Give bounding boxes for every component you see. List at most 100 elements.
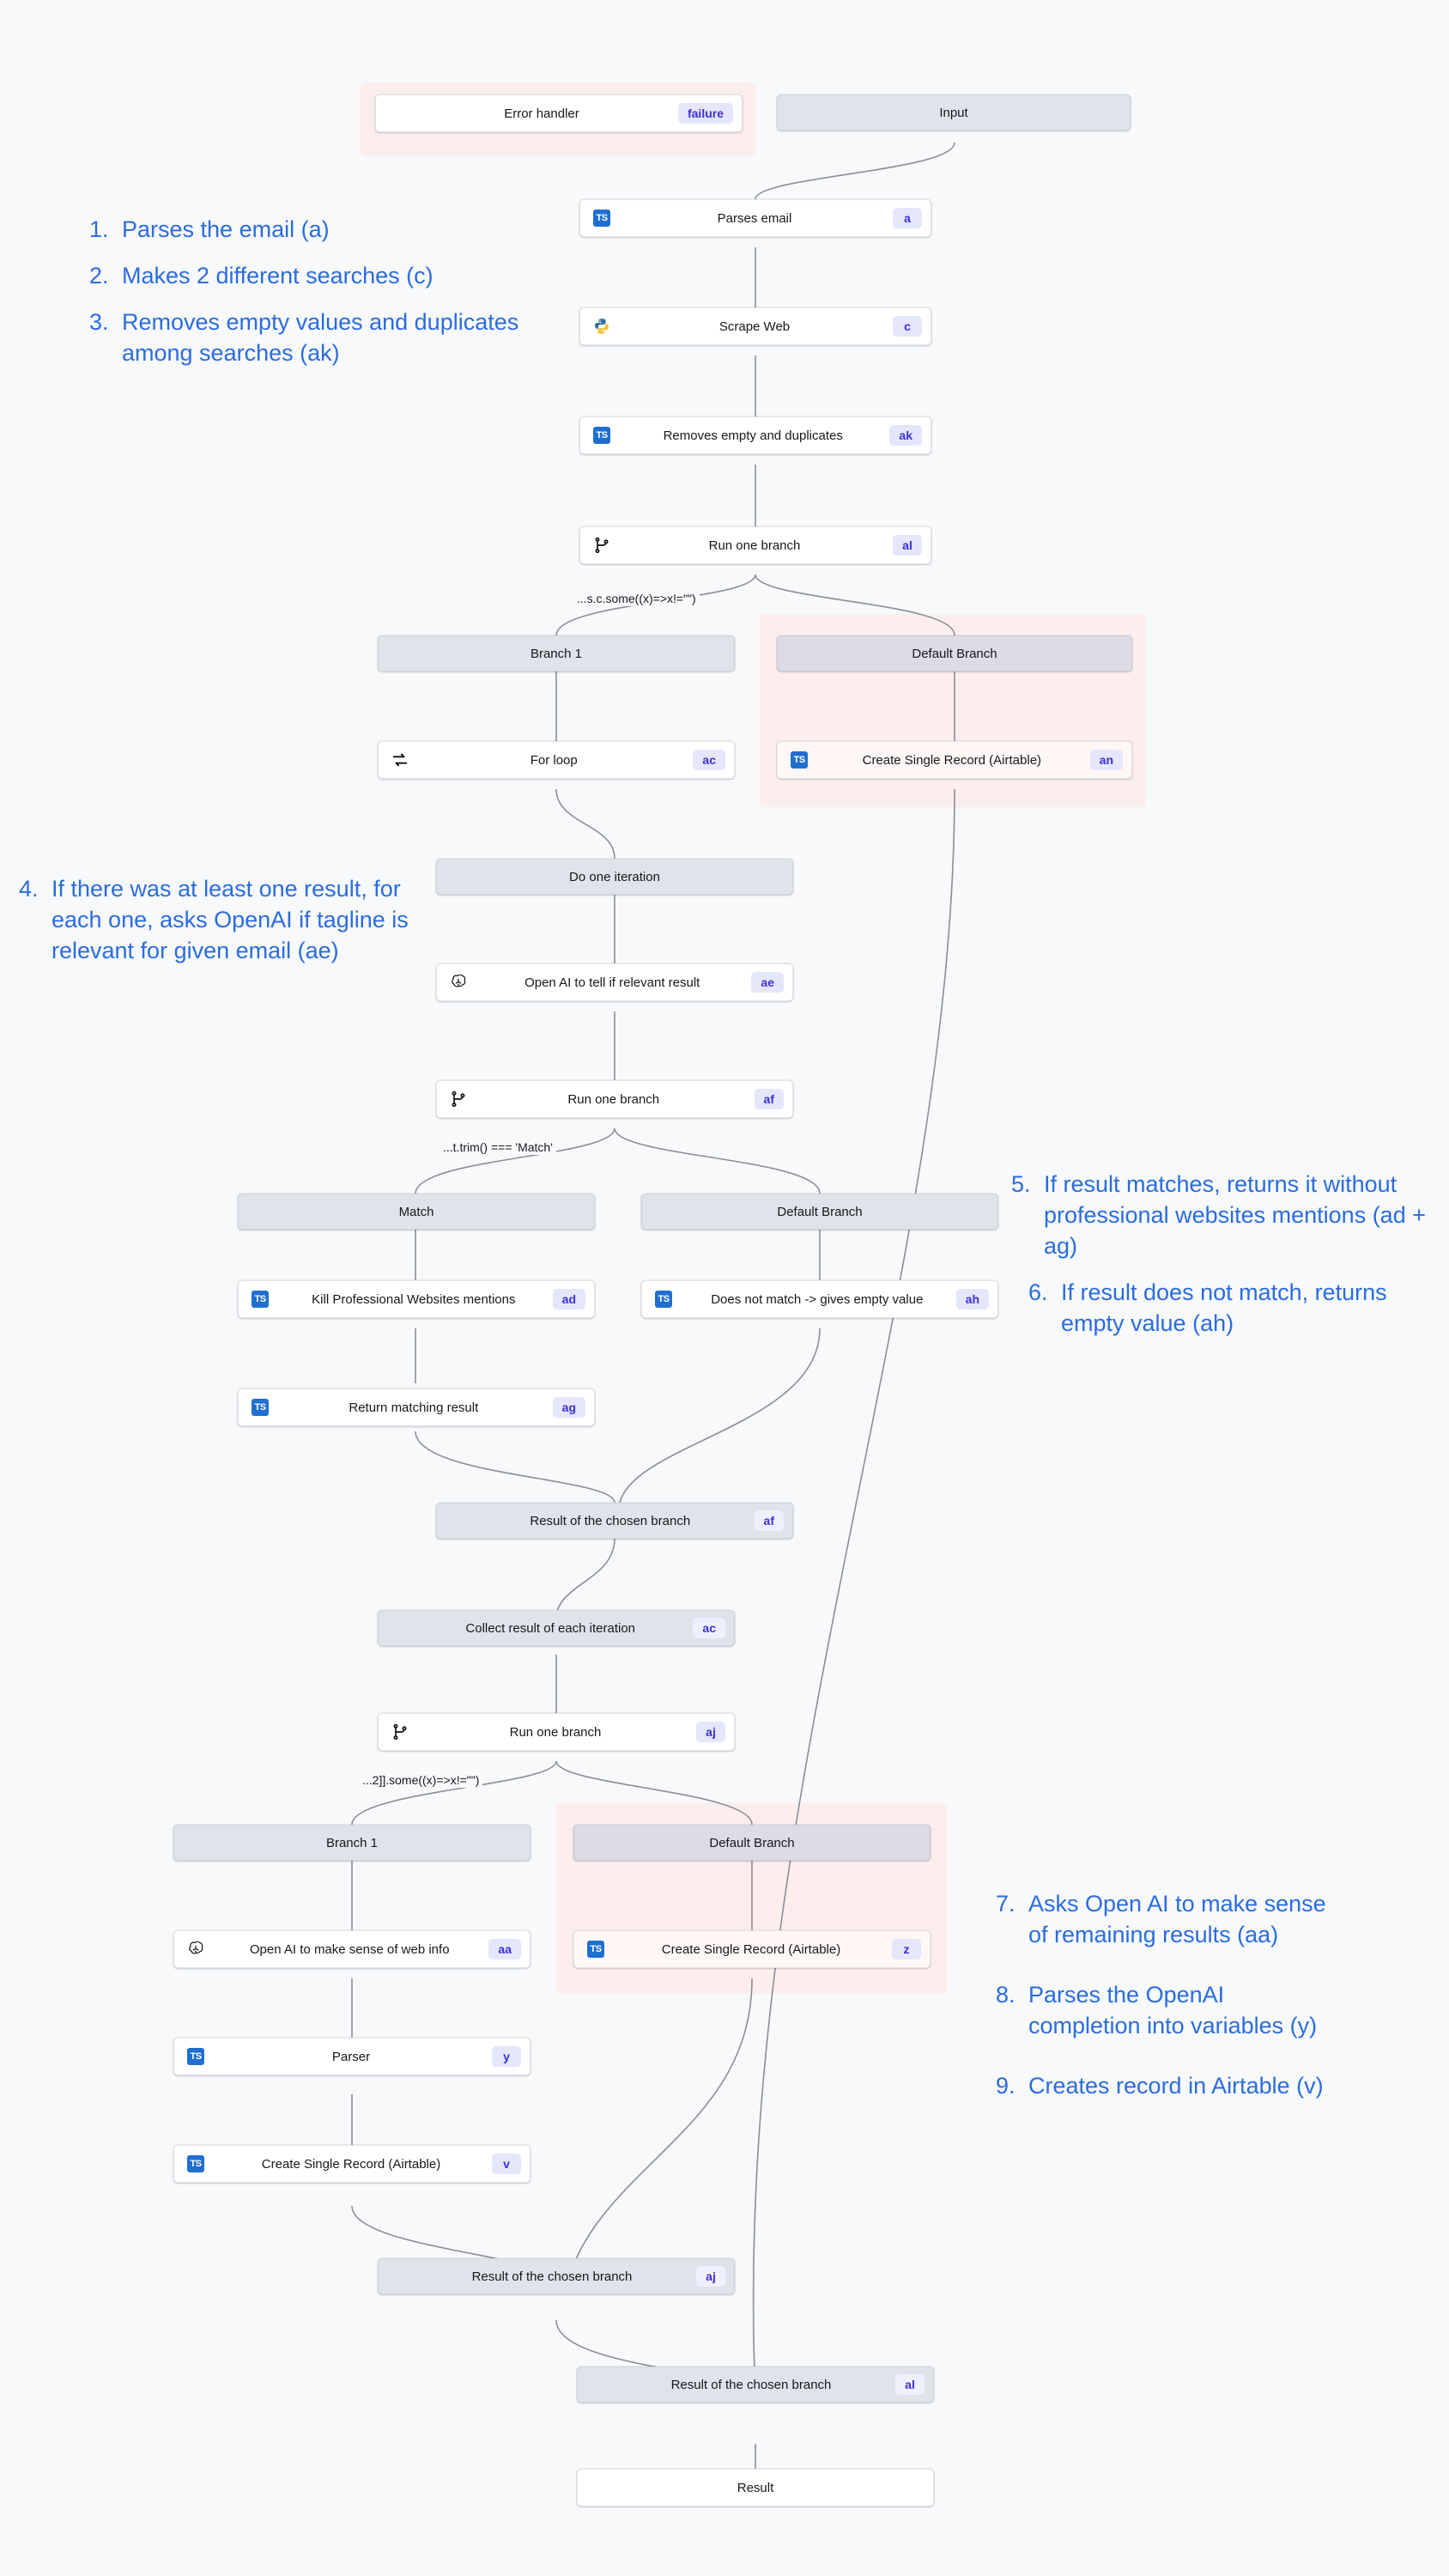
annotation-item: 5. If result matches, returns it without… <box>1011 1170 1436 1262</box>
node-badge: al <box>895 2374 925 2395</box>
node-label: Parser <box>331 2049 371 2064</box>
typescript-icon: TS <box>181 2048 210 2065</box>
node-badge: aj <box>696 2266 725 2287</box>
node-label: Removes empty and duplicates <box>663 428 843 443</box>
node-scrape-web[interactable]: Scrape Web c <box>579 307 931 345</box>
annotation-text: If result matches, returns it without pr… <box>1044 1171 1426 1259</box>
node-label: Default Branch <box>709 1835 795 1850</box>
annotation-item: 7. Asks Open AI to make sense of remaini… <box>996 1889 1339 1951</box>
node-kill-professional-websites-mentions[interactable]: TS Kill Professional Websites mentions a… <box>238 1280 595 1318</box>
node-for-loop[interactable]: For loop ac <box>378 741 735 779</box>
python-icon <box>587 318 616 335</box>
loop-icon <box>385 750 415 769</box>
annotation-item: 1. Parses the email (a) <box>89 215 527 246</box>
node-label: Run one branch <box>509 1724 602 1740</box>
annotation-number: 4. <box>19 876 39 902</box>
openai-icon <box>181 1940 210 1959</box>
annotation-number: 1. <box>89 216 109 242</box>
node-label: Does not match -> gives empty value <box>711 1291 924 1307</box>
typescript-icon: TS <box>581 1941 610 1958</box>
node-badge: ak <box>889 425 922 446</box>
node-label: Return matching result <box>349 1400 479 1415</box>
node-label: Result <box>737 2480 774 2495</box>
node-parses-email[interactable]: TS Parses email a <box>579 199 931 237</box>
annotation-item: 2. Makes 2 different searches (c) <box>89 261 527 292</box>
node-run-one-branch-al[interactable]: Run one branch al <box>579 526 931 564</box>
annotations-top-left: 1. Parses the email (a) 2. Makes 2 diffe… <box>89 215 527 385</box>
node-label: Open AI to tell if relevant result <box>524 975 700 990</box>
annotation-item: 3. Removes empty values and duplicates a… <box>89 307 527 369</box>
node-label: Do one iteration <box>569 869 660 884</box>
node-branch1-bottom[interactable]: Branch 1 <box>173 1825 530 1861</box>
annotation-number: 6. <box>1028 1279 1048 1305</box>
node-does-not-match[interactable]: TS Does not match -> gives empty value a… <box>641 1280 998 1318</box>
annotation-item: 9. Creates record in Airtable (v) <box>996 2071 1339 2102</box>
node-badge: ac <box>693 750 725 770</box>
node-badge: v <box>492 2154 521 2174</box>
branch-icon <box>385 1723 415 1741</box>
annotation-text: Makes 2 different searches (c) <box>122 262 433 289</box>
annotation-item: 4. If there was at least one result, for… <box>19 874 409 967</box>
typescript-icon: TS <box>649 1291 678 1308</box>
node-return-matching-result[interactable]: TS Return matching result ag <box>238 1388 595 1426</box>
annotation-number: 7. <box>996 1891 1016 1917</box>
node-match-branch[interactable]: Match <box>238 1194 595 1230</box>
node-badge: z <box>892 1939 921 1959</box>
node-parser[interactable]: TS Parser y <box>173 2038 530 2075</box>
node-label: Result of the chosen branch <box>530 1513 691 1528</box>
annotation-number: 9. <box>996 2072 1016 2099</box>
annotation-text: If result does not match, returns empty … <box>1061 1279 1387 1336</box>
node-label: Error handler <box>504 106 579 121</box>
annotation-item: 8. Parses the OpenAI completion into var… <box>996 1980 1339 2042</box>
node-collect-result-of-each-iteration[interactable]: Collect result of each iteration ac <box>378 1610 735 1646</box>
annotations-mid-right: 5. If result matches, returns it without… <box>1011 1170 1436 1355</box>
node-do-one-iteration[interactable]: Do one iteration <box>436 859 793 895</box>
node-default-branch-top[interactable]: Default Branch <box>777 635 1132 671</box>
node-label: Run one branch <box>567 1091 660 1107</box>
node-input[interactable]: Input <box>777 94 1131 131</box>
annotation-text: If there was at least one result, for ea… <box>52 876 409 963</box>
node-label: For loop <box>530 752 578 768</box>
node-result-of-chosen-branch-al[interactable]: Result of the chosen branch al <box>577 2366 934 2403</box>
node-openai-relevant-result[interactable]: Open AI to tell if relevant result ae <box>436 963 793 1001</box>
node-badge: y <box>492 2046 521 2067</box>
node-openai-make-sense-web-info[interactable]: Open AI to make sense of web info aa <box>173 1930 530 1968</box>
node-badge: ah <box>955 1289 989 1309</box>
annotations-bottom-right: 7. Asks Open AI to make sense of remaini… <box>996 1889 1339 2117</box>
node-error-handler[interactable]: Error handler failure <box>375 94 743 132</box>
branch-icon <box>587 537 616 554</box>
node-badge: ae <box>751 972 784 993</box>
node-default-branch-mid[interactable]: Default Branch <box>641 1194 998 1230</box>
node-branch1-top[interactable]: Branch 1 <box>378 635 735 671</box>
node-badge: af <box>754 1089 784 1109</box>
node-result[interactable]: Result <box>577 2469 934 2506</box>
annotation-text: Creates record in Airtable (v) <box>1028 2072 1324 2099</box>
node-badge: ac <box>693 1618 725 1638</box>
annotation-item: 6. If result does not match, returns emp… <box>1028 1278 1436 1340</box>
typescript-icon: TS <box>181 2155 210 2172</box>
node-default-branch-bottom[interactable]: Default Branch <box>573 1825 931 1861</box>
node-label: Collect result of each iteration <box>465 1620 636 1636</box>
node-create-single-record-z[interactable]: TS Create Single Record (Airtable) z <box>573 1930 931 1968</box>
node-label: Branch 1 <box>325 1835 379 1850</box>
node-badge: c <box>893 316 922 337</box>
annotation-number: 5. <box>1011 1171 1031 1197</box>
node-create-single-record-an[interactable]: TS Create Single Record (Airtable) an <box>777 741 1132 779</box>
openai-icon <box>444 973 473 992</box>
node-run-one-branch-aj[interactable]: Run one branch aj <box>378 1713 735 1751</box>
node-run-one-branch-af[interactable]: Run one branch af <box>436 1080 793 1118</box>
node-label: Default Branch <box>777 1204 863 1219</box>
node-result-of-chosen-branch-af[interactable]: Result of the chosen branch af <box>436 1503 793 1539</box>
node-label: Create Single Record (Airtable) <box>862 752 1042 768</box>
node-label: Kill Professional Websites mentions <box>312 1291 516 1307</box>
node-badge: an <box>1089 750 1123 770</box>
annotations-mid-left: 4. If there was at least one result, for… <box>19 874 409 982</box>
node-removes-empty-and-duplicates[interactable]: TS Removes empty and duplicates ak <box>579 416 931 454</box>
node-label: Create Single Record (Airtable) <box>261 2156 441 2172</box>
node-result-of-chosen-branch-aj[interactable]: Result of the chosen branch aj <box>378 2258 735 2294</box>
annotation-text: Removes empty values and duplicates amon… <box>122 308 519 366</box>
node-badge: ad <box>552 1289 585 1309</box>
node-create-single-record-v[interactable]: TS Create Single Record (Airtable) v <box>173 2145 530 2183</box>
node-badge: failure <box>677 103 733 124</box>
